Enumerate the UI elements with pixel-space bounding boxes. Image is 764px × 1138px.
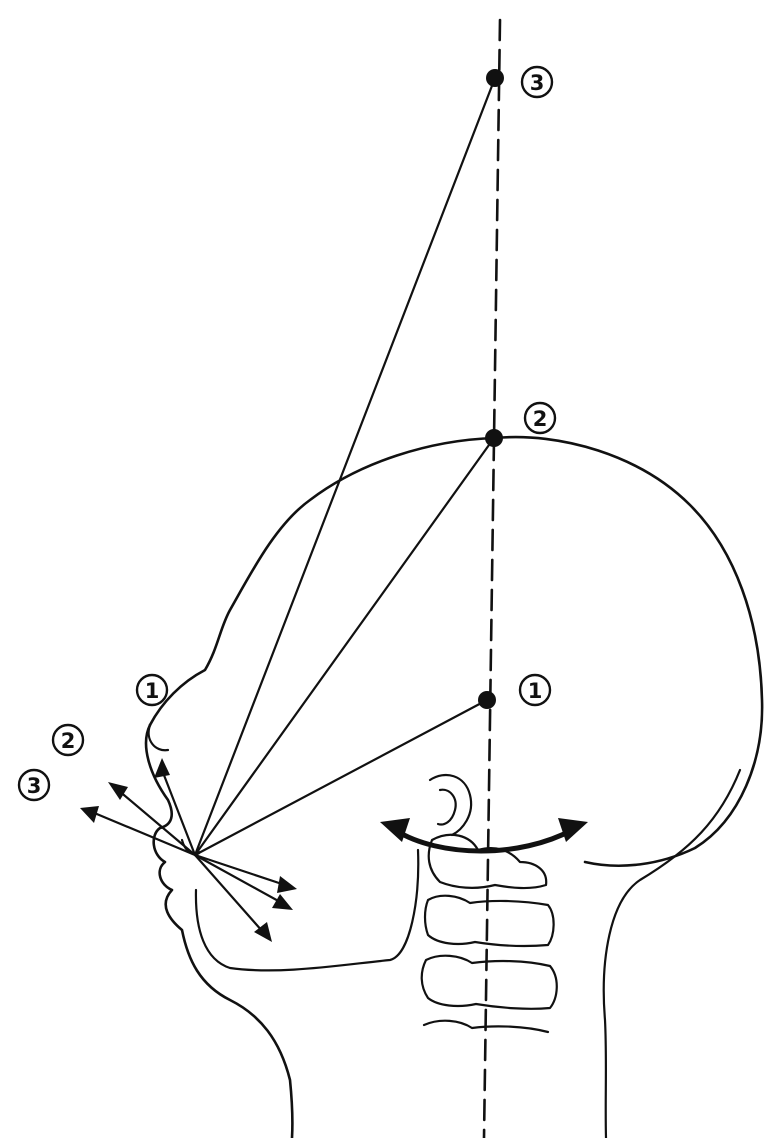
svg-text:1: 1 — [528, 679, 543, 703]
svg-text:1: 1 — [145, 679, 160, 703]
svg-text:2: 2 — [61, 729, 76, 753]
ray-to-axis-point-3 — [195, 78, 495, 855]
axis-point-1-label: 1 — [520, 675, 550, 705]
nose-and-lips — [149, 725, 200, 854]
ray-labels: 1 2 3 — [19, 675, 167, 800]
axis-points — [478, 69, 504, 709]
rotation-arrow-right-head — [558, 818, 588, 842]
axis-point-labels: 3 2 1 — [520, 67, 555, 705]
svg-text:3: 3 — [27, 774, 42, 798]
axis-point-1-dot — [478, 691, 496, 709]
axis-point-3-dot — [486, 69, 504, 87]
forward-arrows — [80, 758, 297, 942]
vertical-axis-dashed-line — [484, 20, 500, 1138]
svg-text:3: 3 — [530, 71, 545, 95]
ray-2-label: 2 — [53, 725, 83, 755]
ray-to-axis-point-1 — [195, 700, 487, 855]
ray-3-label: 3 — [19, 770, 49, 800]
ray-1-label: 1 — [137, 675, 167, 705]
axis-point-2-label: 2 — [525, 403, 555, 433]
cervical-spine — [422, 835, 557, 1032]
projection-rays — [195, 78, 495, 855]
head-outline — [146, 437, 762, 1138]
svg-text:2: 2 — [533, 407, 548, 431]
axis-point-2-dot — [485, 429, 503, 447]
rotation-arc-arrow — [380, 818, 588, 851]
axis-point-3-label: 3 — [522, 67, 552, 97]
ear-outline — [430, 775, 471, 835]
